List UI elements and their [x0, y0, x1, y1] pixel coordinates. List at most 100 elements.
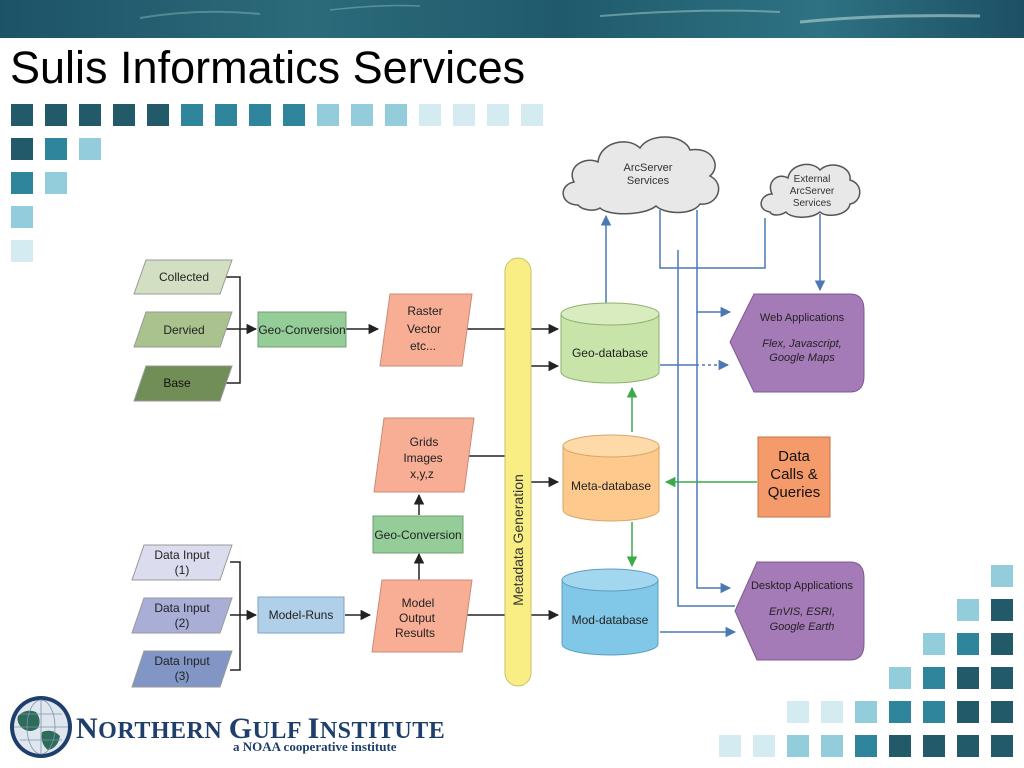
slide-title: Sulis Informatics Services — [10, 42, 526, 93]
decor-square — [821, 701, 843, 723]
data-input-1: Data Input (1) — [131, 544, 233, 581]
svg-text:Model: Model — [402, 596, 435, 610]
decor-square — [385, 104, 407, 126]
connector-arcserver-web — [659, 210, 766, 269]
decor-square — [923, 701, 945, 723]
globe-logo-icon — [10, 696, 72, 758]
data-input-2: Data Input (2) — [131, 597, 233, 634]
decor-square — [855, 735, 877, 757]
decor-square — [453, 104, 475, 126]
connector-arcserver-web-2 — [696, 210, 732, 318]
svg-text:Queries: Queries — [768, 484, 821, 501]
svg-text:External: External — [794, 174, 831, 185]
svg-text:Flex, Javascript,: Flex, Javascript, — [762, 338, 841, 350]
raster-vector-box: Raster Vector etc... — [379, 293, 473, 367]
decor-square — [889, 667, 911, 689]
meta-database: Meta-database — [562, 434, 660, 522]
decor-square — [957, 599, 979, 621]
decor-square — [351, 104, 373, 126]
svg-text:Calls &: Calls & — [770, 466, 818, 483]
svg-text:x,y,z: x,y,z — [410, 467, 434, 481]
metadata-generation-bar: Metadata Generation — [504, 257, 532, 687]
source-base: Base — [133, 365, 233, 402]
decor-square — [11, 240, 33, 262]
svg-text:Results: Results — [395, 626, 435, 640]
decor-square — [991, 599, 1013, 621]
svg-text:Output: Output — [399, 611, 436, 625]
svg-text:Services: Services — [793, 198, 831, 209]
institute-tagline: a NOAA cooperative institute — [233, 739, 397, 754]
geo-conversion-box-1: Geo-Conversion — [257, 311, 347, 348]
decor-square — [991, 701, 1013, 723]
top-banner — [0, 0, 1024, 38]
decor-square — [317, 104, 339, 126]
source-derived: Dervied — [133, 311, 233, 348]
decor-square — [923, 667, 945, 689]
decor-square — [889, 701, 911, 723]
decor-square — [719, 735, 741, 757]
mod-database: Mod-database — [561, 568, 659, 656]
svg-text:Geo-Conversion: Geo-Conversion — [258, 323, 345, 337]
decor-square — [855, 701, 877, 723]
water-texture — [139, 4, 981, 24]
decor-square — [889, 735, 911, 757]
decor-square — [419, 104, 441, 126]
source-derived-label: Dervied — [163, 323, 204, 337]
data-input-3: Data Input (3) — [131, 650, 233, 688]
decor-square — [79, 104, 101, 126]
svg-text:Google Earth: Google Earth — [770, 621, 835, 633]
arcserver-cloud: ArcServer Services — [562, 136, 720, 215]
decor-square — [147, 104, 169, 126]
decor-square — [11, 206, 33, 228]
decor-square — [991, 667, 1013, 689]
decor-square — [215, 104, 237, 126]
decor-square — [923, 735, 945, 757]
connector-desktop-branch — [696, 312, 732, 594]
connector-arcserver-desktop — [677, 250, 735, 607]
decor-square — [991, 735, 1013, 757]
decor-square — [753, 735, 775, 757]
svg-text:Geo-Conversion: Geo-Conversion — [374, 528, 461, 542]
svg-text:Model-Runs: Model-Runs — [269, 608, 334, 622]
svg-text:(2): (2) — [175, 616, 190, 630]
decor-square — [787, 735, 809, 757]
decor-square — [957, 701, 979, 723]
decor-square — [991, 565, 1013, 587]
decor-square — [45, 138, 67, 160]
svg-text:Grids: Grids — [410, 435, 439, 449]
grids-images-box: Grids Images x,y,z — [373, 417, 475, 493]
decor-square — [249, 104, 271, 126]
decor-square — [11, 138, 33, 160]
decor-square — [113, 104, 135, 126]
model-runs-box: Model-Runs — [257, 596, 345, 634]
decor-square — [11, 104, 33, 126]
svg-text:Data Input: Data Input — [154, 548, 210, 562]
svg-text:Data Input: Data Input — [154, 601, 210, 615]
svg-text:Data Input: Data Input — [154, 654, 210, 668]
web-applications-box: Web Applications Flex, Javascript, Googl… — [729, 293, 865, 393]
decor-square — [521, 104, 543, 126]
geo-conversion-box-2: Geo-Conversion — [372, 515, 464, 554]
svg-text:Images: Images — [403, 451, 442, 465]
decor-square — [957, 633, 979, 655]
decor-square — [11, 172, 33, 194]
decor-square — [283, 104, 305, 126]
svg-text:ArcServer: ArcServer — [624, 162, 673, 174]
decor-square — [45, 172, 67, 194]
model-output-box: Model Output Results — [371, 579, 473, 653]
decor-square — [45, 104, 67, 126]
geo-database: Geo-database — [560, 302, 660, 384]
data-queries-box: Data Calls & Queries — [757, 436, 831, 518]
decor-square — [79, 138, 101, 160]
svg-text:Mod-database: Mod-database — [572, 613, 649, 627]
desktop-applications-box: Desktop Applications EnVIS, ESRI, Google… — [734, 561, 865, 661]
source-collected: Collected — [133, 259, 233, 295]
svg-text:Web Applications: Web Applications — [760, 312, 845, 324]
decor-square — [923, 633, 945, 655]
svg-text:Metadata Generation: Metadata Generation — [510, 474, 526, 606]
svg-text:(1): (1) — [175, 563, 190, 577]
source-collected-label: Collected — [159, 270, 209, 284]
svg-text:Desktop Applications: Desktop Applications — [751, 580, 854, 592]
decor-square — [957, 667, 979, 689]
